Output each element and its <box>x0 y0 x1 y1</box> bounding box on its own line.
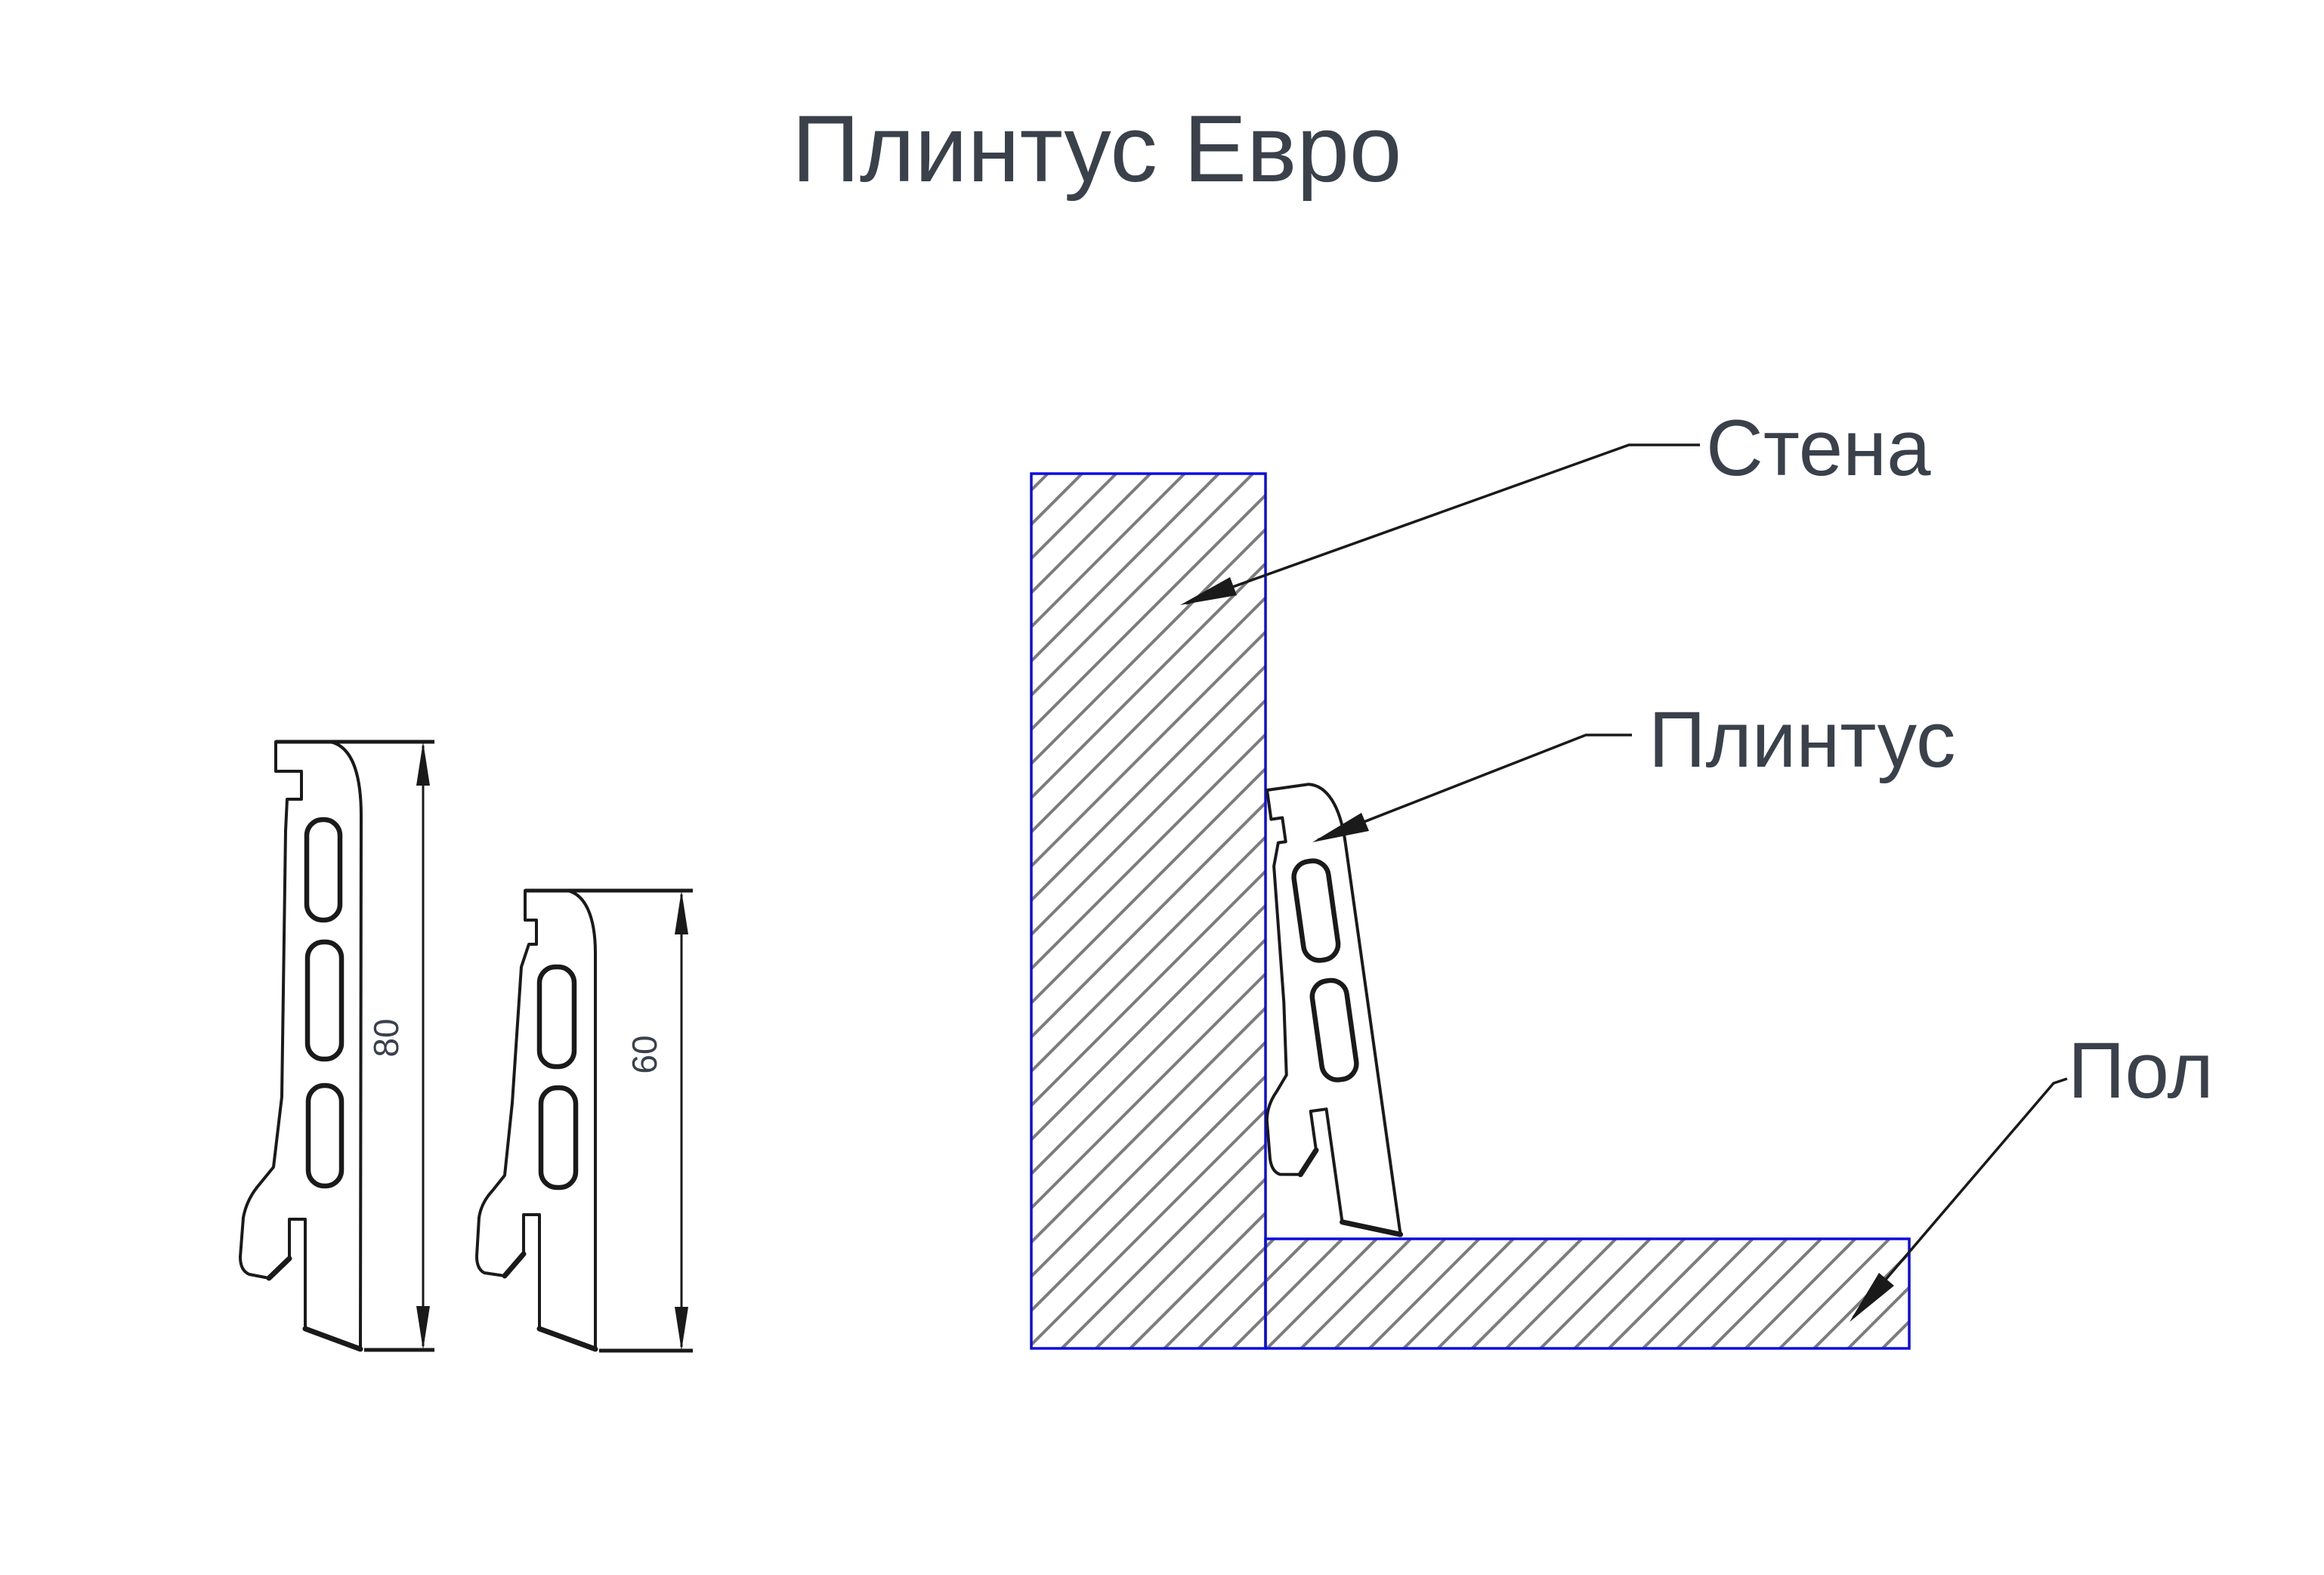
arrowhead-icon <box>675 1307 688 1351</box>
leader-line <box>1185 443 1700 605</box>
floor-label: Пол <box>2068 1027 2214 1115</box>
profile-60-slot <box>538 1085 579 1191</box>
plinth-leader <box>1312 733 1632 842</box>
dimension-60: 60 <box>525 888 693 1353</box>
floor-section <box>1264 1237 1911 1350</box>
wall-leader <box>1180 443 1700 605</box>
wall-label: Стена <box>1706 404 1931 493</box>
profile-80-slot <box>304 817 343 923</box>
dimension-80: 80 <box>276 740 434 1352</box>
leader-line <box>1317 733 1632 842</box>
page-title: Плинтус Евро <box>792 97 1402 202</box>
arrowhead-icon <box>1850 1273 1894 1322</box>
arrowhead-icon <box>416 742 430 786</box>
arrowhead-icon <box>675 891 688 934</box>
arrowhead-icon <box>1180 577 1237 605</box>
arrowhead-icon <box>416 1306 430 1350</box>
dimension-80-value: 80 <box>366 1018 406 1057</box>
dimension-60-value: 60 <box>625 1035 664 1073</box>
profile-80-slot <box>305 1082 345 1189</box>
profile-60-slot <box>536 964 577 1070</box>
arrowhead-icon <box>1312 813 1369 842</box>
plinth-profile-60 <box>475 889 598 1352</box>
plinth-label: Плинтус <box>1649 696 1956 784</box>
profile-80-slot <box>304 939 345 1062</box>
profile-80-bottom-edge <box>266 1255 363 1352</box>
floor-leader <box>1850 1077 2068 1322</box>
wall-section <box>1030 472 1267 1350</box>
plinth-profile-80 <box>239 740 363 1352</box>
leader-line <box>1852 1077 2068 1319</box>
profile-60-bottom-edge <box>502 1251 598 1352</box>
